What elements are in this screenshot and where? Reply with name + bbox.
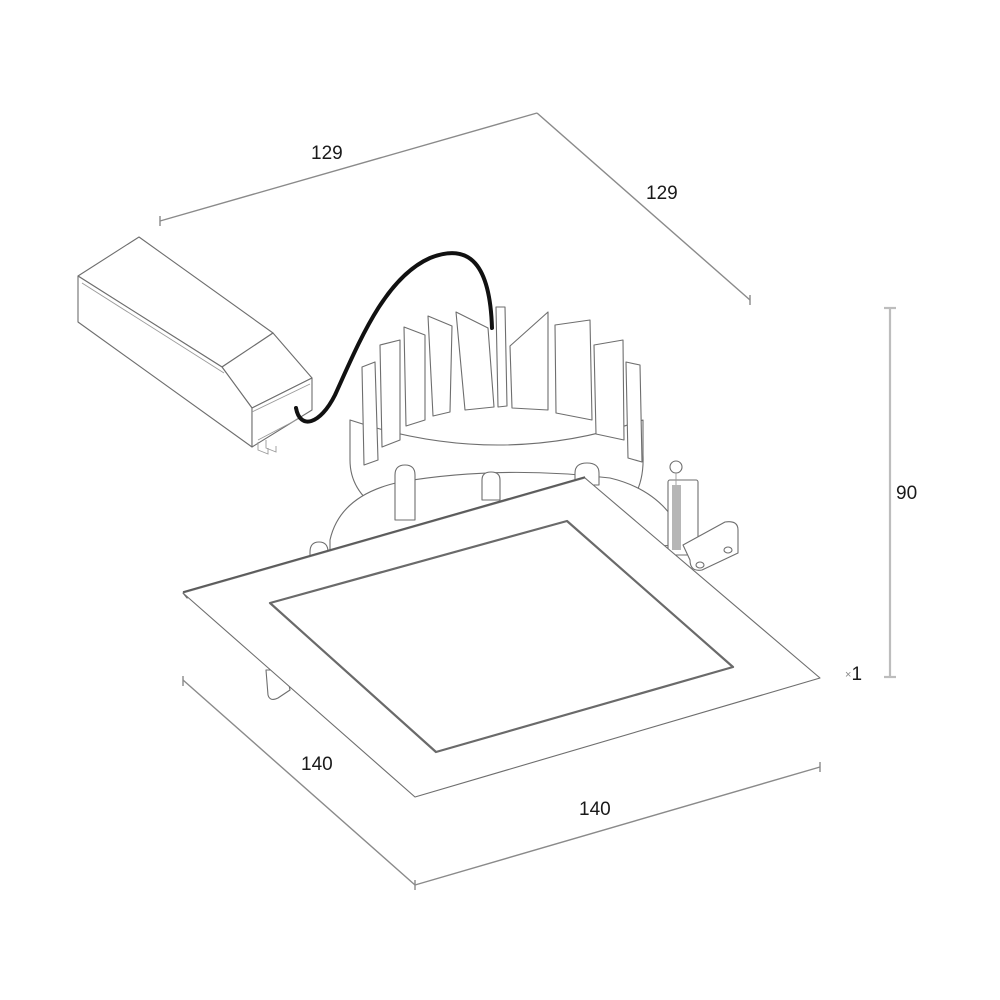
dim-label-140-bottom: 140 (579, 799, 611, 820)
power-cable (294, 251, 494, 424)
dim-line-129-right (536, 112, 751, 301)
spring-clip (667, 460, 739, 571)
dimension-lines (159, 112, 896, 890)
dim-label-140-left: 140 (301, 754, 333, 775)
times-sign: × (845, 668, 852, 681)
trim-plate (182, 476, 821, 798)
dim-line-140-left (182, 679, 416, 886)
diffuser-panel (268, 519, 735, 754)
dim-line-140-bottom (414, 766, 821, 886)
driver-box (77, 236, 313, 455)
dim-label-90: 90 (896, 483, 918, 504)
thickness-value: 1 (851, 664, 863, 685)
dim-line-129-top (159, 112, 538, 222)
dim-label-thickness: ×1 (845, 664, 862, 686)
dim-label-129-top: 129 (311, 143, 343, 164)
dim-label-129-right: 129 (646, 183, 678, 204)
